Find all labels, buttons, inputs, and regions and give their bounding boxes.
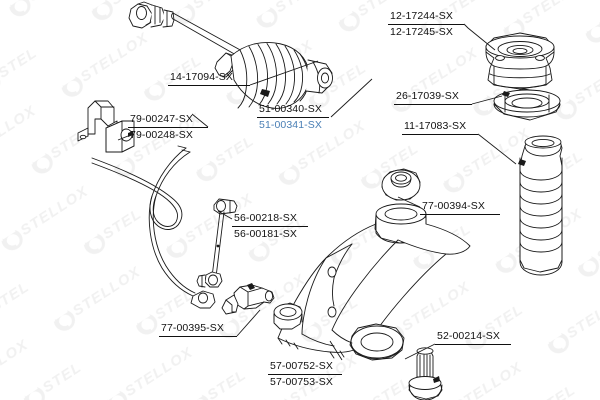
label-rule-12-17244 (388, 24, 464, 25)
part-label-57-00753-sx[interactable]: 57-00753-SX (270, 376, 333, 388)
part-label-52-00214-sx[interactable]: 52-00214-SX (437, 330, 500, 342)
part-label-56-00218-sx[interactable]: 56-00218-SX (234, 212, 297, 224)
label-rule-57-00752 (268, 374, 342, 375)
label-rule-51-00340 (257, 117, 329, 118)
label-rule-79-00247 (128, 127, 208, 128)
part-label-14-17094-sx[interactable]: 14-17094-SX (170, 71, 233, 83)
part-label-79-00247-sx[interactable]: 79-00247-SX (130, 113, 193, 125)
label-rule-77-00395 (159, 336, 237, 337)
label-rule-14-17094 (168, 85, 250, 86)
part-label-51-00340-sx[interactable]: 51-00340-SX (259, 103, 322, 115)
part-label-79-00248-sx[interactable]: 79-00248-SX (130, 129, 193, 141)
label-rule-56-00218 (232, 226, 308, 227)
label-rule-26-17039 (394, 104, 472, 105)
part-label-11-17083-sx[interactable]: 11-17083-SX (404, 120, 467, 132)
part-label-57-00752-sx[interactable]: 57-00752-SX (270, 360, 333, 372)
part-label-12-17244-sx[interactable]: 12-17244-SX (390, 10, 453, 22)
label-rule-11-17083 (402, 134, 478, 135)
part-label-51-00341-sx[interactable]: 51-00341-SX (259, 119, 322, 131)
label-rule-77-00394 (420, 214, 500, 215)
part-label-56-00181-sx[interactable]: 56-00181-SX (234, 228, 297, 240)
part-label-12-17245-sx[interactable]: 12-17245-SX (390, 26, 453, 38)
part-label-77-00395-sx[interactable]: 77-00395-SX (161, 322, 224, 334)
label-rule-52-00214 (435, 344, 511, 345)
part-label-77-00394-sx[interactable]: 77-00394-SX (422, 200, 485, 212)
part-label-26-17039-sx[interactable]: 26-17039-SX (396, 90, 459, 102)
